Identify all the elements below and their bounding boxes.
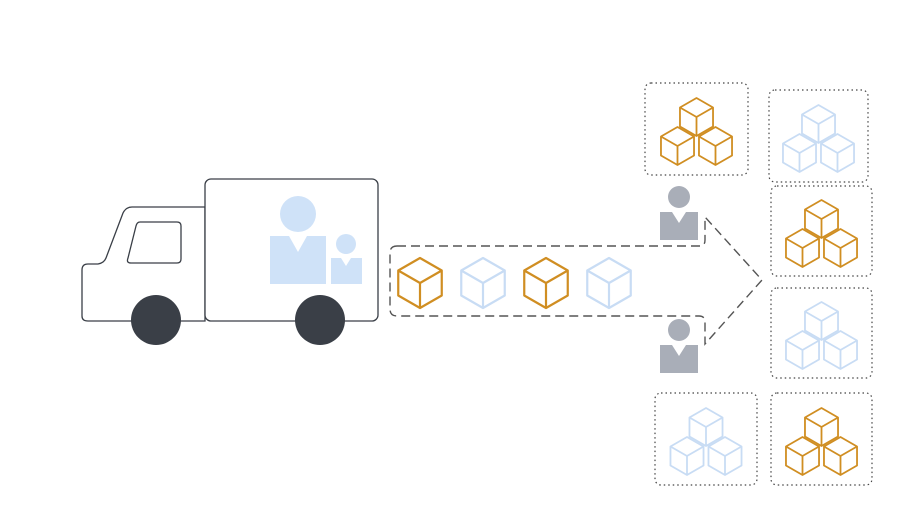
package-stack-bin <box>770 392 873 486</box>
package-cube-icon <box>785 228 820 268</box>
package-cube-icon <box>707 436 743 476</box>
package-cube-icon <box>782 133 817 173</box>
package-cube-icon <box>804 407 839 447</box>
package-cube-icon <box>823 330 858 370</box>
package-stack-bin <box>654 392 758 486</box>
package-cube-icon <box>679 97 714 137</box>
package-stack-bin <box>644 82 749 176</box>
sorter-person-icon-top <box>660 186 698 240</box>
package-cube-icon <box>586 256 632 310</box>
sorter-person-icon-bottom <box>660 319 698 373</box>
package-cube-icon <box>801 104 836 144</box>
package-cube-icon <box>397 256 443 310</box>
package-cube-icon <box>823 436 858 476</box>
truck-wheel-rear <box>295 295 345 345</box>
package-cube-icon <box>669 436 705 476</box>
package-cube-icon <box>820 133 855 173</box>
package-cube-icon <box>823 228 858 268</box>
package-cube-icon <box>804 301 839 341</box>
package-stack-bin <box>770 287 873 379</box>
truck-window <box>126 221 182 264</box>
bin-outline <box>770 185 873 277</box>
package-cube-icon <box>460 256 506 310</box>
package-cube-icon <box>698 126 733 166</box>
truck-logo-people-icon <box>270 196 362 284</box>
truck-wheel-front <box>131 295 181 345</box>
bin-outline <box>644 82 749 176</box>
package-cube-icon <box>523 256 569 310</box>
bin-outline <box>770 287 873 379</box>
package-stack-bin <box>770 185 873 277</box>
package-cube-icon <box>688 407 724 447</box>
package-stack-bin <box>768 89 869 183</box>
sorted-package-stacks <box>644 82 873 486</box>
package-cube-icon <box>785 436 820 476</box>
sorting-arrow <box>389 215 763 346</box>
conveyor-packages <box>397 256 632 310</box>
package-cube-icon <box>804 199 839 239</box>
bin-outline <box>654 392 758 486</box>
bin-outline <box>768 89 869 183</box>
package-cube-icon <box>660 126 695 166</box>
package-cube-icon <box>785 330 820 370</box>
